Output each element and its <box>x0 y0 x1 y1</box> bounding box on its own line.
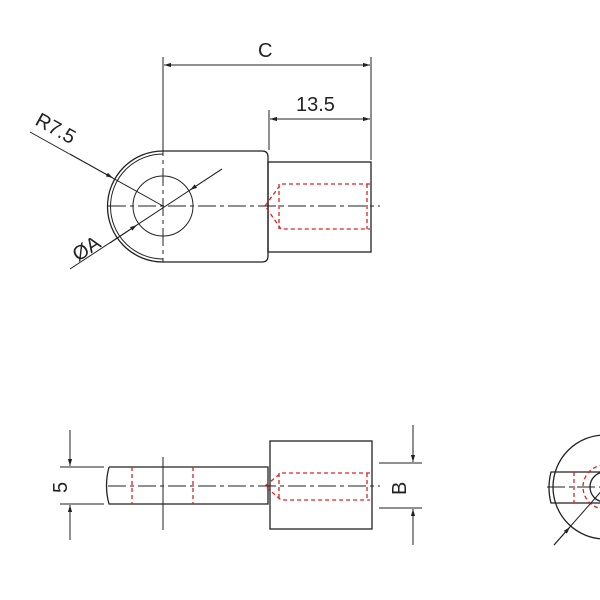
dim-b-label: B <box>389 482 411 495</box>
shank <box>267 161 372 253</box>
eye-outline <box>106 150 269 263</box>
thread-hidden <box>264 183 370 230</box>
dim-5-label: 5 <box>50 482 72 493</box>
diameter-label: ØA <box>69 232 106 267</box>
top-view: C 13.5 R7.5 ØA <box>29 40 380 270</box>
thread-hidden-side <box>263 472 370 501</box>
dim-c-label: C <box>258 40 272 62</box>
rod <box>105 466 269 505</box>
side-view: 5 B <box>50 425 422 545</box>
end-view <box>547 434 600 546</box>
dim-13-5-label: 13.5 <box>296 94 335 116</box>
radius-label: R7.5 <box>32 109 80 149</box>
block <box>269 440 373 530</box>
